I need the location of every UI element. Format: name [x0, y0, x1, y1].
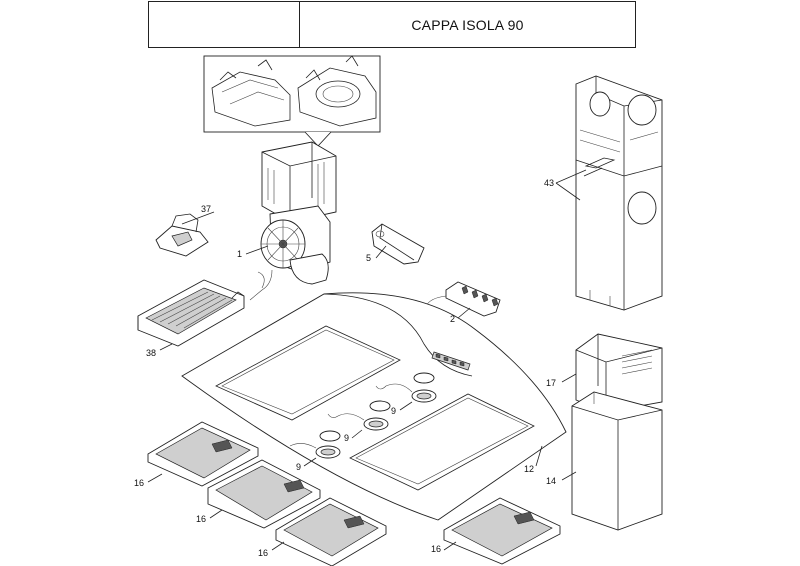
part-5-bracket	[371, 223, 425, 265]
part-37-cover	[155, 213, 209, 257]
part-1-blower-motor	[249, 205, 331, 301]
part-43-chimney-frame	[575, 75, 663, 311]
label-part-12: 12	[524, 464, 534, 474]
part-16-filter-2	[207, 459, 321, 529]
callout-labels: 37 1 5 2 38 43 17 14 12 9 9 9 16 16 16 1…	[134, 178, 556, 558]
label-part-16-d: 16	[431, 544, 441, 554]
label-part-16-a: 16	[134, 478, 144, 488]
label-part-16-c: 16	[258, 548, 268, 558]
label-part-16-b: 16	[196, 514, 206, 524]
label-part-14: 14	[546, 476, 556, 486]
label-part-17: 17	[546, 378, 556, 388]
part-16-filter-4	[443, 497, 561, 565]
label-part-2: 2	[450, 314, 455, 324]
label-part-1: 1	[237, 249, 242, 259]
label-part-38: 38	[146, 348, 156, 358]
title-block-divider	[299, 2, 300, 47]
part-2-control-board	[415, 281, 501, 317]
label-part-9-a: 9	[391, 406, 396, 416]
motor-detail-inset	[203, 55, 381, 147]
label-part-43: 43	[544, 178, 554, 188]
part-38-grease-filter	[137, 279, 245, 347]
label-part-37: 37	[201, 204, 211, 214]
part-14-lower-chimney-cover	[571, 391, 663, 531]
part-9-lamps	[289, 372, 437, 459]
label-part-9-c: 9	[296, 462, 301, 472]
motor-housing	[261, 141, 337, 223]
label-part-9-b: 9	[344, 433, 349, 443]
diagram-title: CAPPA ISOLA 90	[411, 16, 524, 33]
part-16-filter-1	[147, 421, 259, 487]
part-16-filter-3	[275, 497, 387, 566]
leader-lines	[147, 169, 587, 551]
label-part-5: 5	[366, 253, 371, 263]
title-block: CAPPA ISOLA 90	[148, 1, 636, 48]
